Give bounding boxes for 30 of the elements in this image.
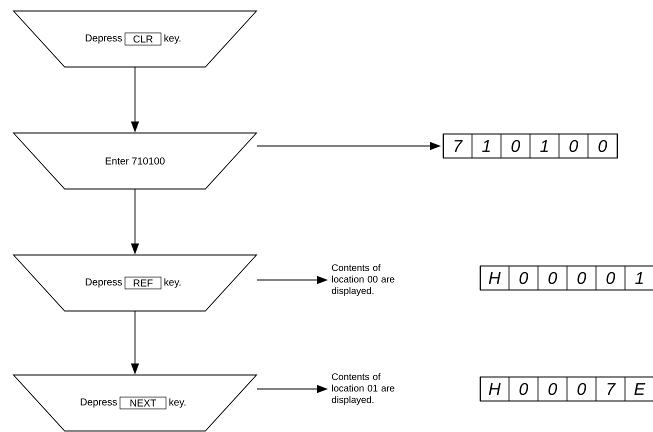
display-digit: 0 bbox=[588, 134, 618, 158]
display-digit: 0 bbox=[500, 134, 530, 158]
display-digit: 0 bbox=[508, 266, 538, 290]
key-box: NEXT bbox=[120, 396, 166, 410]
result-text: Contents of location 01 are displayed. bbox=[332, 373, 394, 405]
display-digit: 0 bbox=[558, 134, 588, 158]
result-text: Contents of location 00 are displayed. bbox=[332, 264, 394, 296]
display-digit: 1 bbox=[530, 134, 560, 158]
step-text: key. bbox=[164, 278, 180, 288]
display-digit: 1 bbox=[472, 134, 502, 158]
key-box: CLR bbox=[124, 32, 162, 46]
display-digit: E bbox=[624, 376, 653, 402]
step-text: Depress bbox=[86, 278, 122, 288]
display-digit: 7 bbox=[442, 134, 472, 158]
display-digit: 0 bbox=[566, 376, 596, 402]
key-box: REF bbox=[124, 276, 162, 290]
step-text: key. bbox=[169, 398, 186, 408]
display-digit: 0 bbox=[538, 266, 568, 290]
step-text: Enter 710100 bbox=[106, 157, 165, 165]
display-digit: 7 bbox=[596, 376, 626, 402]
display-digit: 0 bbox=[566, 266, 596, 290]
display-digit: 0 bbox=[596, 266, 626, 290]
display-digit: H bbox=[480, 376, 510, 402]
display-digit: 1 bbox=[624, 266, 653, 290]
step-text: key. bbox=[164, 34, 180, 44]
step-text: Depress bbox=[86, 34, 122, 44]
display-digit: 0 bbox=[508, 376, 538, 402]
display-digit: 0 bbox=[538, 376, 568, 402]
step-text: Depress bbox=[80, 398, 117, 408]
display-digit: H bbox=[480, 266, 510, 290]
